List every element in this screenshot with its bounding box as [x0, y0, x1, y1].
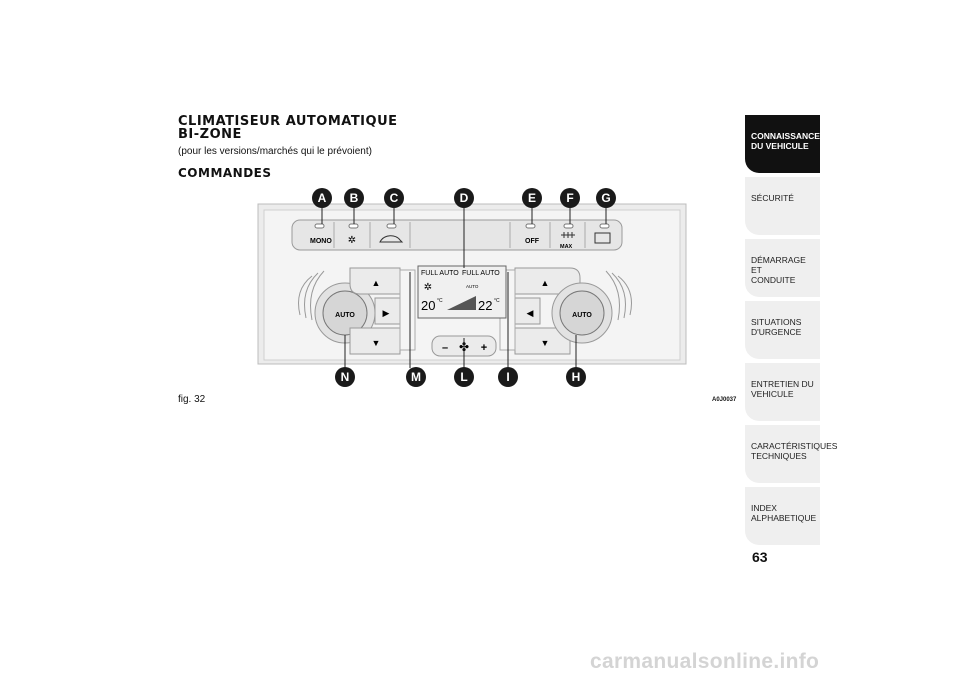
off-button-label: OFF — [525, 238, 540, 245]
callout-a: A — [318, 191, 327, 205]
recirculation-icon — [379, 235, 404, 243]
callout-i: I — [506, 370, 509, 384]
display-full-auto-left: FULL AUTO — [421, 270, 459, 277]
tab-label: SÉCURITÉ — [751, 193, 794, 203]
tab-entretien-du-vehicule[interactable]: ENTRETIEN DU VEHICULE — [745, 363, 820, 421]
display-temp-left: 20 — [421, 298, 435, 313]
display-snowflake-icon: ✲ — [424, 282, 432, 293]
callout-n: N — [341, 370, 350, 384]
section-heading: COMMANDES — [178, 166, 272, 180]
callout-markers — [312, 188, 616, 387]
tab-situations-d-urgence[interactable]: SITUATIONS D'URGENCE — [745, 301, 820, 359]
display-auto-small: AUTO — [466, 284, 479, 289]
svg-text:▲: ▲ — [541, 278, 550, 288]
tab-securite[interactable]: SÉCURITÉ — [745, 177, 820, 235]
tab-label: ENTRETIEN DU VEHICULE — [751, 379, 814, 399]
callout-l: L — [460, 370, 467, 384]
svg-text:◀: ◀ — [527, 308, 534, 318]
tab-connaissance-du-vehicule[interactable]: CONNAISSANCE DU VEHICULE — [745, 115, 820, 173]
tab-index-alphabetique[interactable]: INDEX ALPHABETIQUE — [745, 487, 820, 545]
fan-minus-label: – — [442, 342, 448, 354]
page-title: CLIMATISEUR AUTOMATIQUE BI-ZONE — [178, 115, 398, 141]
page-number: 63 — [752, 549, 768, 565]
windscreen-defrost-icon — [561, 232, 575, 238]
rear-defrost-icon — [594, 232, 611, 244]
climate-control-panel-diagram: MONO ✲ OFF MAX AUTO ▲ ▶ ▼ ▲ ◀ ▼ AUTO FUL… — [257, 188, 687, 387]
auto-left-label: AUTO — [335, 312, 355, 319]
callout-d: D — [460, 191, 469, 205]
tab-label: CONNAISSANCE DU VEHICULE — [751, 131, 820, 151]
fan-plus-label: + — [481, 342, 487, 354]
display-unit-left: °C — [437, 298, 443, 304]
callout-b: B — [350, 191, 359, 205]
subtitle: (pour les versions/marchés qui le prévoi… — [178, 146, 372, 157]
svg-text:▶: ▶ — [383, 308, 390, 318]
fan-level-bars — [447, 296, 476, 310]
figure-code: A0J0037 — [712, 397, 737, 403]
auto-right-label: AUTO — [572, 312, 592, 319]
tab-label: SITUATIONS D'URGENCE — [751, 317, 802, 337]
callout-f: F — [566, 191, 573, 205]
tab-label: DÉMARRAGE ET CONDUITE — [751, 255, 806, 285]
callout-g: G — [601, 191, 610, 205]
display-unit-right: °C — [494, 298, 500, 304]
title-line-1: CLIMATISEUR AUTOMATIQUE — [178, 114, 398, 129]
svg-text:▼: ▼ — [372, 338, 381, 348]
tab-label: CARACTÉRISTIQUES TECHNIQUES — [751, 441, 838, 461]
figure-label: fig. 32 — [178, 394, 206, 405]
display-temp-right: 22 — [478, 298, 492, 313]
title-line-2: BI-ZONE — [178, 127, 242, 142]
callout-c: C — [390, 191, 399, 205]
max-label: MAX — [560, 244, 573, 250]
ac-snowflake-icon: ✲ — [348, 235, 356, 246]
tab-demarrage-et-conduite[interactable]: DÉMARRAGE ET CONDUITE — [745, 239, 820, 297]
callout-h: H — [572, 370, 581, 384]
callout-m: M — [411, 370, 421, 384]
watermark: carmanualsonline.info — [590, 650, 820, 673]
callout-e: E — [528, 191, 536, 205]
svg-text:▲: ▲ — [372, 278, 381, 288]
display-full-auto-right: FULL AUTO — [462, 270, 500, 277]
svg-text:▼: ▼ — [541, 338, 550, 348]
mono-button-label: MONO — [310, 238, 332, 245]
tab-caracteristiques-techniques[interactable]: CARACTÉRISTIQUES TECHNIQUES — [745, 425, 838, 483]
tab-label: INDEX ALPHABETIQUE — [751, 503, 817, 523]
